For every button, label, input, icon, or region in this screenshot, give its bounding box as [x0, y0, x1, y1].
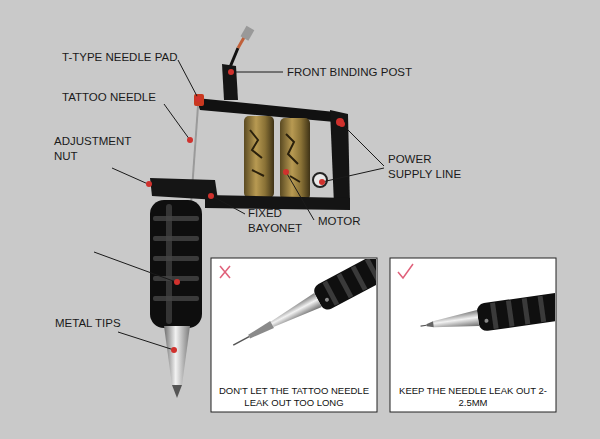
binding-post — [222, 64, 238, 100]
part-label: T-TYPE NEEDLE PAD — [62, 50, 202, 65]
panel-ground — [390, 258, 556, 412]
part-label: ADJUSTMENT NUT — [54, 134, 138, 164]
part-label: FIXED BAYONET — [248, 206, 318, 236]
needle-pad — [194, 94, 204, 106]
coil — [244, 116, 274, 198]
metal-tip — [164, 326, 190, 385]
check-mark — [398, 264, 413, 278]
photo-panel: DON'T LET THE TATTOO NEEDLE LEAK OUT TOO… — [211, 258, 377, 412]
photo-panel: KEEP THE NEEDLE LEAK OUT 2-2.5MM — [390, 258, 556, 412]
frame-arm — [150, 178, 218, 200]
panel-caption: DON'T LET THE TATTOO NEEDLE LEAK OUT TOO… — [217, 385, 371, 409]
part-label: MOTOR — [318, 214, 378, 229]
needle-point — [172, 385, 182, 398]
right-photo — [419, 292, 555, 340]
part-label: METAL TIPS — [55, 316, 155, 331]
power-terminal — [336, 118, 344, 126]
wrong-mark — [220, 266, 230, 278]
wrong-photo — [227, 259, 376, 357]
part-label: FRONT BINDING POST — [287, 65, 427, 80]
power-terminal — [313, 173, 327, 187]
screw-head — [241, 26, 255, 41]
coil-pattern — [250, 130, 300, 182]
grip — [150, 200, 202, 328]
part-label: TATTOO NEEDLE — [62, 90, 182, 105]
part-label: POWER SUPPLY LINE — [388, 152, 478, 182]
panel-caption: KEEP THE NEEDLE LEAK OUT 2-2.5MM — [396, 385, 550, 409]
frame-back — [330, 110, 350, 205]
